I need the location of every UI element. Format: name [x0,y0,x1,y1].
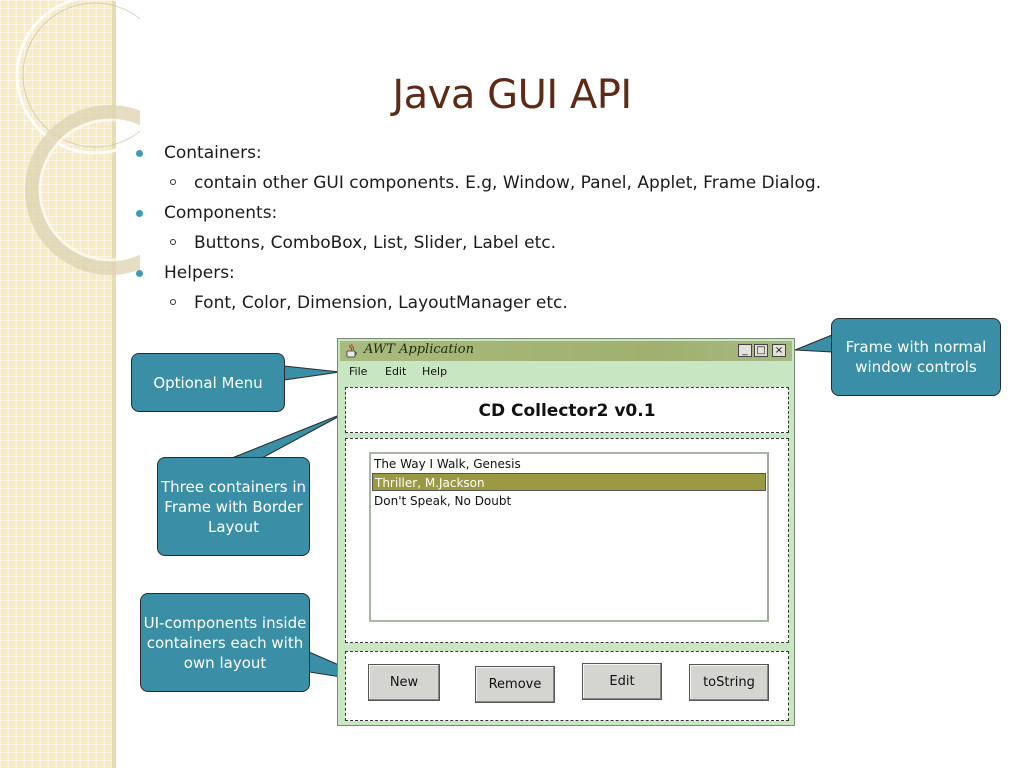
menu-file[interactable]: File [349,365,368,378]
decorative-strip-edge [112,0,116,768]
sub-bullet-ring-icon [170,179,176,185]
tostring-button[interactable]: toString [689,664,769,701]
new-button[interactable]: New [368,664,440,701]
window-titlebar[interactable]: AWT Application _ □ × [340,341,792,361]
decorative-circles [15,0,140,275]
java-cup-icon [346,343,357,358]
sub-bullet-item: contain other GUI components. E.g, Windo… [130,168,1010,198]
maximize-button[interactable]: □ [754,344,768,357]
window-title: AWT Application [364,342,474,357]
bullet-item: Components: [130,198,1010,228]
menu-help[interactable]: Help [422,365,448,378]
slide-title: Java GUI API [392,72,632,118]
frame-controls-pointer [794,334,833,353]
sub-bullet-item: Buttons, ComboBox, List, Slider, Label e… [130,228,1010,258]
bullet-dot-icon [136,150,143,157]
bullet-list: Containers: contain other GUI components… [130,138,1010,318]
app-header-label: CD Collector2 v0.1 [478,401,656,421]
awt-application-window: AWT Application _ □ × File Edit Help CD … [337,338,795,726]
menu-edit[interactable]: Edit [385,365,407,378]
south-panel: New Remove Edit toString [345,651,789,721]
bullet-item: Helpers: [130,258,1010,288]
callout-frame-controls: Frame with normal window controls [831,318,1001,396]
list-item[interactable]: The Way I Walk, Genesis [374,457,521,471]
bullet-dot-icon [136,270,143,277]
sub-bullet-ring-icon [170,239,176,245]
bullet-item: Containers: [130,138,1010,168]
sub-bullet-ring-icon [170,299,176,305]
edit-button[interactable]: Edit [582,663,662,700]
list-item-selected[interactable]: Thriller, M.Jackson [372,473,766,491]
callout-three-containers: Three containers in Frame with Border La… [157,457,310,556]
center-panel: The Way I Walk, Genesis Thriller, M.Jack… [345,438,789,643]
list-item[interactable]: Don't Speak, No Doubt [374,494,512,508]
callout-ui-components: UI-components inside containers each wit… [140,593,310,692]
minimize-button[interactable]: _ [738,344,752,357]
optional-menu-pointer [283,365,341,381]
remove-button[interactable]: Remove [475,666,555,703]
north-panel: CD Collector2 v0.1 [345,387,789,433]
sub-bullet-item: Font, Color, Dimension, LayoutManager et… [130,288,1010,318]
callout-optional-menu: Optional Menu [131,353,285,412]
three-containers-pointer [231,411,348,459]
bullet-dot-icon [136,210,143,217]
menu-bar: File Edit Help [340,362,792,382]
close-button[interactable]: × [772,344,786,357]
cd-list[interactable]: The Way I Walk, Genesis Thriller, M.Jack… [369,452,769,622]
